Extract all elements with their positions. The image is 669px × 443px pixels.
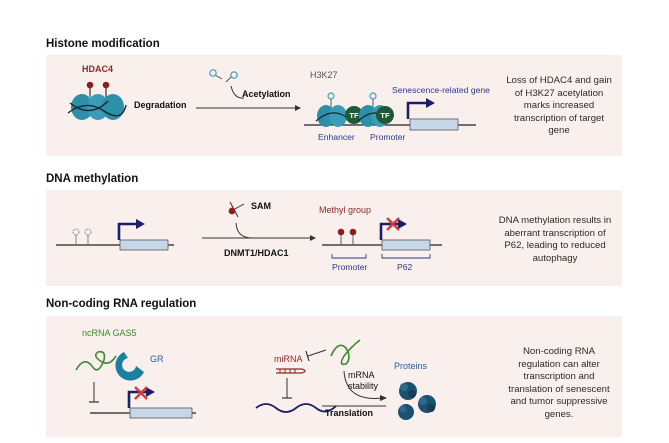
promoter-label-2: Promoter (332, 262, 367, 272)
tss-arrow-left-icon (117, 222, 137, 240)
histone-description: Loss of HDAC4 and gain of H3K27 acetylat… (506, 75, 612, 137)
process-arrow-head (295, 105, 301, 111)
methylation-panel: SAM DNMT1/HDAC1 Methyl group Promoter P6… (46, 190, 622, 286)
svg-text:TF: TF (380, 111, 390, 120)
ncrna-description: Non-coding RNA regulation can alter tran… (508, 346, 610, 420)
tss-arrow-icon (406, 101, 427, 119)
sam-label: SAM (251, 201, 271, 211)
degradation-label: Degradation (134, 100, 187, 110)
acetylation-label: Acetylation (242, 89, 291, 99)
ncrna-mid-icon (330, 339, 361, 366)
methyl-group-label: Methyl group (319, 205, 371, 215)
ncrna-inhibition-bar (305, 350, 310, 362)
unmethylated-marks-icon (72, 228, 92, 245)
acetyl-pin-icon (209, 69, 238, 83)
sam-icon (228, 201, 245, 218)
gene-box-left (119, 239, 169, 251)
gene-label: Senescence-related gene (392, 85, 490, 95)
blocked-x-ncrna-icon (134, 386, 148, 400)
histone-diagram: HDAC4 Degradation Acetylation H3K27 (67, 64, 490, 142)
methylation-description: DNA methylation results in aberrant tran… (498, 215, 612, 264)
histone-panel: HDAC4 Degradation Acetylation H3K27 (46, 55, 622, 156)
section-heading-ncrna: Non-coding RNA regulation (46, 298, 197, 310)
methylation-diagram: SAM DNMT1/HDAC1 Methyl group Promoter P6… (56, 201, 442, 272)
blocked-x-icon (386, 217, 400, 231)
tss-arrow-ncrna-head (146, 387, 155, 397)
ncrna-inhibition-line (307, 349, 327, 357)
enhancer-label: Enhancer (318, 132, 355, 142)
acetylation-curve (230, 85, 245, 99)
mirna-label: miRNA (274, 354, 303, 364)
hdac4-label: HDAC4 (82, 64, 113, 74)
tss-arrow-left-head (136, 219, 145, 229)
tf-promoter-icon: TF (376, 106, 394, 124)
protein-icon (398, 382, 436, 420)
translation-curve (343, 370, 383, 399)
p62-bracket (381, 254, 431, 259)
methyl-marks-icon (337, 228, 357, 245)
p62-gene-box (381, 239, 431, 251)
stability-label-line2: stability (348, 381, 379, 391)
ncrna-diagram: ncRNA GAS5 GR miRNA (75, 328, 436, 420)
methylation-arrow-head (310, 235, 316, 241)
nucleosome-icon (67, 81, 127, 120)
tss-arrow-head (426, 98, 435, 108)
gr-label: GR (150, 354, 164, 364)
section-heading-methylation: DNA methylation (46, 173, 139, 185)
mirna-hairpin-icon (276, 368, 306, 374)
tf-enhancer-icon: TF (345, 106, 363, 124)
h3k27-label: H3K27 (310, 70, 338, 80)
gene-box (409, 118, 459, 131)
translation-arrow-head (380, 395, 387, 401)
mrna-wave-icon (255, 403, 337, 413)
promoter-label: Promoter (370, 132, 405, 142)
sam-curve (235, 222, 253, 239)
tss-arrow-right-head (398, 219, 407, 229)
gas5-rna-icon (75, 350, 117, 371)
stability-label: mRNA stability (348, 370, 379, 391)
ncrna-label: ncRNA GAS5 (82, 328, 137, 338)
ncrna-panel: ncRNA GAS5 GR miRNA (46, 316, 622, 437)
promoter-bracket (331, 254, 367, 259)
nucleosome-enhancer-icon (315, 92, 347, 127)
p62-label: P62 (397, 262, 413, 272)
gr-receptor-icon (115, 352, 144, 381)
svg-text:TF: TF (349, 111, 359, 120)
target-gene-box (129, 407, 193, 419)
translation-label: Translation (325, 408, 373, 418)
section-heading-histone: Histone modification (46, 38, 160, 50)
proteins-label: Proteins (394, 361, 428, 371)
enzymes-label: DNMT1/HDAC1 (224, 248, 289, 258)
